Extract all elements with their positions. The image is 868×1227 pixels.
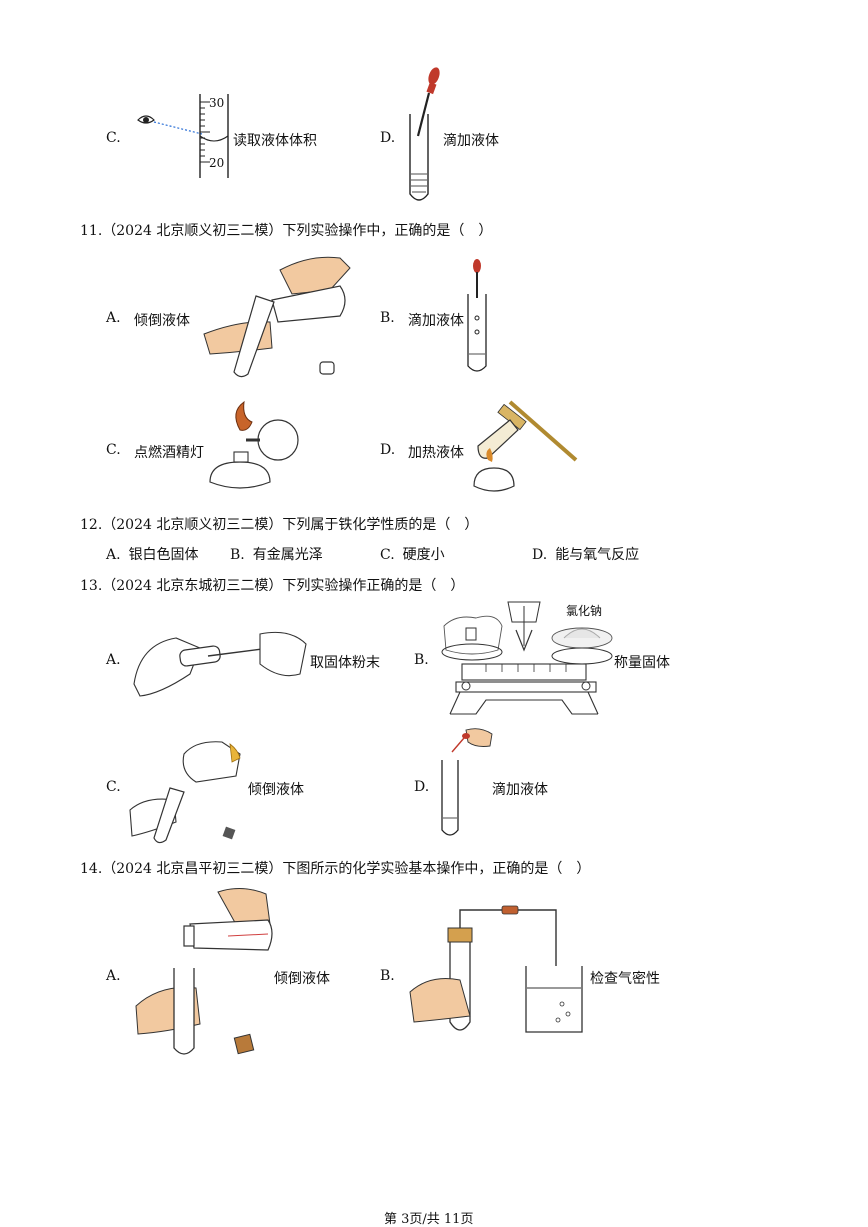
q11-stem: 11.（2024 北京顺义初三二模）下列实验操作中，正确的是（ ） [80, 223, 493, 239]
q11-option-d-label: D. [380, 442, 396, 458]
pouring-liquid-figure [200, 250, 360, 380]
pouring-bottle-figure [126, 736, 246, 846]
q13-option-b-label: B. [414, 652, 429, 668]
scale-bottom: 20 [209, 156, 225, 170]
option-d-label: D. [380, 130, 396, 146]
eye-icon [137, 115, 155, 124]
q11-option-b-text: 滴加液体 [408, 313, 464, 329]
pouring-liquid-figure-2 [130, 884, 280, 1064]
q14-stem: 14.（2024 北京昌平初三二模）下图所示的化学实验基本操作中，正确的是（ ） [80, 861, 591, 877]
q14-option-b-text: 检查气密性 [590, 971, 660, 987]
q11-option-d-text: 加热液体 [408, 445, 464, 461]
q11-option-a-label: A. [106, 310, 121, 326]
q12-option-b: B.有金属光泽 [230, 547, 323, 563]
q13-option-d-label: D. [414, 779, 430, 795]
q12-option-d: D.能与氧气反应 [532, 547, 640, 563]
q13-option-c-label: C. [106, 779, 121, 795]
q13-option-c-text: 倾倒液体 [248, 782, 304, 798]
page-number: 第 3页/共 11页 [384, 1212, 474, 1227]
option-c-text: 读取液体体积 [233, 133, 317, 149]
sample-label: 氯化钠 [566, 604, 603, 618]
dropper-into-tube-figure [404, 66, 444, 208]
option-c-label: C. [106, 130, 121, 146]
q12-stem: 12.（2024 北京顺义初三二模）下列属于铁化学性质的是（ ） [80, 517, 479, 533]
lighting-lamp-figure [200, 400, 310, 500]
option-d-text: 滴加液体 [443, 133, 499, 149]
q14-option-a-label: A. [106, 968, 121, 984]
balance-scale-figure [436, 600, 613, 716]
q13-option-d-text: 滴加液体 [492, 782, 548, 798]
q13-stem: 13.（2024 北京东城初三二模）下列实验操作正确的是（ ） [80, 578, 465, 594]
dropper-above-tube-figure-2 [436, 726, 496, 842]
q11-option-c-text: 点燃酒精灯 [134, 445, 204, 461]
airtightness-check-figure [406, 904, 590, 1038]
q13-option-a-text: 取固体粉末 [310, 655, 380, 671]
q14-option-b-label: B. [380, 968, 395, 984]
q13-option-a-label: A. [106, 652, 121, 668]
reading-volume-figure [130, 92, 240, 182]
q14-option-a-text: 倾倒液体 [274, 971, 330, 987]
q11-option-a-text: 倾倒液体 [134, 313, 190, 329]
dropper-above-tube-figure [462, 258, 492, 378]
q12-option-c: C.硬度小 [380, 547, 445, 563]
q11-option-c-label: C. [106, 442, 121, 458]
q12-option-a: A.银白色固体 [106, 547, 199, 563]
heating-liquid-figure [470, 398, 580, 502]
taking-powder-figure [130, 624, 310, 697]
scale-top: 30 [209, 96, 225, 110]
q11-option-b-label: B. [380, 310, 395, 326]
q13-option-b-text: 称量固体 [614, 655, 670, 671]
